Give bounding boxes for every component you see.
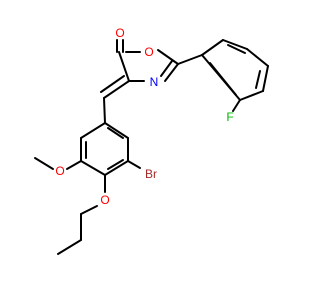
bond-ring-4-inner [107,159,124,170]
bond-ring-6-inner [107,127,124,139]
bond-ar-4-inner [255,70,261,89]
atom-label-o-methoxy: O [55,164,64,178]
atom-label-bromine: Br [145,167,157,181]
bond-c-br [127,160,141,169]
atom-label-n-ring: N [150,75,159,89]
bond-ring-4 [104,160,129,176]
bond-c4-ch-double [100,75,125,93]
bond-o-ch3 [34,157,54,170]
bond-ch-aryl [103,97,106,124]
bond-c4-c5 [118,51,130,82]
chemical-structure-diagram: O O N F O Br O [0,0,300,300]
molecule-canvas: O O N F O Br O [0,0,300,300]
atom-label-o-propoxy: O [100,193,109,207]
bond-ch2-ch3 [57,239,82,255]
atom-label-o-ring: O [144,45,153,59]
atom-label-o-carbonyl: O [115,26,124,40]
bond-o-ch2 [80,205,98,215]
bond-c-f [232,99,241,112]
bond-ar-6-inner [209,62,237,96]
bond-c2-aryl [177,54,203,65]
oxazolone-ring [116,39,179,82]
bond-c2-n3 [164,63,179,82]
exocyclic-alkene [100,75,130,124]
bond-ar-3 [246,48,269,67]
bond-ring-1 [80,122,106,139]
bromo-methoxy-propoxy-ring [34,122,141,255]
bond-ar-2 [222,39,248,50]
bond-ar-4 [262,65,269,92]
bond-o1-c2 [157,49,179,65]
background [0,0,300,300]
bond-ar-1 [201,39,224,56]
bond-c2-n3-double [160,60,173,77]
atom-label-fluorine: F [226,110,233,124]
fluorophenyl-ring [177,39,269,112]
bond-ar-5 [239,90,264,101]
bond-ar-2-inner [227,44,246,54]
bond-c-o-methoxy [66,160,82,170]
bond-ring-6 [104,122,129,139]
bond-c4-ch [103,80,130,99]
bond-ring-3 [80,160,106,176]
